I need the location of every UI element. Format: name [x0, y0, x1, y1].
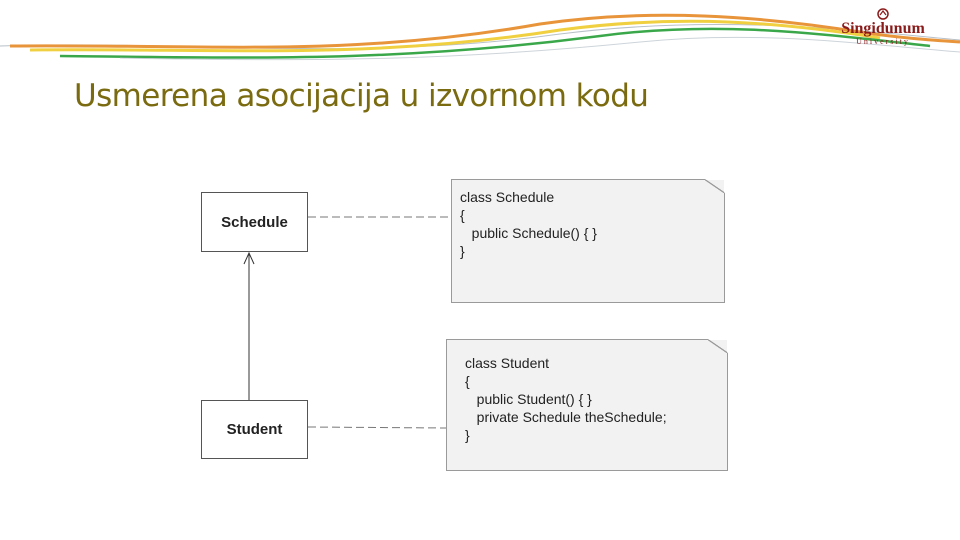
code-line: public Schedule() { }: [460, 225, 597, 241]
association-arrowhead: [243, 251, 255, 265]
student-class-box: Student: [201, 400, 308, 459]
schedule-class-box: Schedule: [201, 192, 308, 252]
student-note-anchor: [307, 426, 447, 429]
student-class-name: Student: [226, 421, 283, 438]
schedule-class-name: Schedule: [221, 213, 288, 231]
schedule-code-note: class Schedule { public Schedule() { } }: [451, 179, 725, 303]
swoosh-yellow: [29, 19, 881, 53]
student-code-note: class Student { public Student() { } pri…: [446, 339, 728, 471]
code-line: public Student() { }: [465, 391, 592, 407]
code-line: {: [460, 207, 465, 223]
swoosh-gray-lower: [119, 36, 960, 61]
logo-emblem-icon: [877, 8, 889, 20]
code-line: private Schedule theSchedule;: [465, 409, 667, 425]
header-swoosh-decoration: [0, 13, 960, 61]
logo-subtitle: University: [856, 37, 910, 46]
code-line: class Schedule: [460, 189, 555, 205]
code-line: class Student: [465, 355, 550, 371]
code-line: {: [465, 373, 470, 389]
swoosh-orange: [9, 13, 960, 49]
code-line: }: [460, 243, 465, 259]
slide-title: Usmerena asocijacija u izvornom kodu: [74, 78, 649, 114]
logo-name: Singidunum: [841, 20, 925, 37]
swoosh-green: [59, 27, 931, 59]
university-logo: Singidunum University: [838, 8, 928, 46]
code-line: }: [465, 427, 470, 443]
